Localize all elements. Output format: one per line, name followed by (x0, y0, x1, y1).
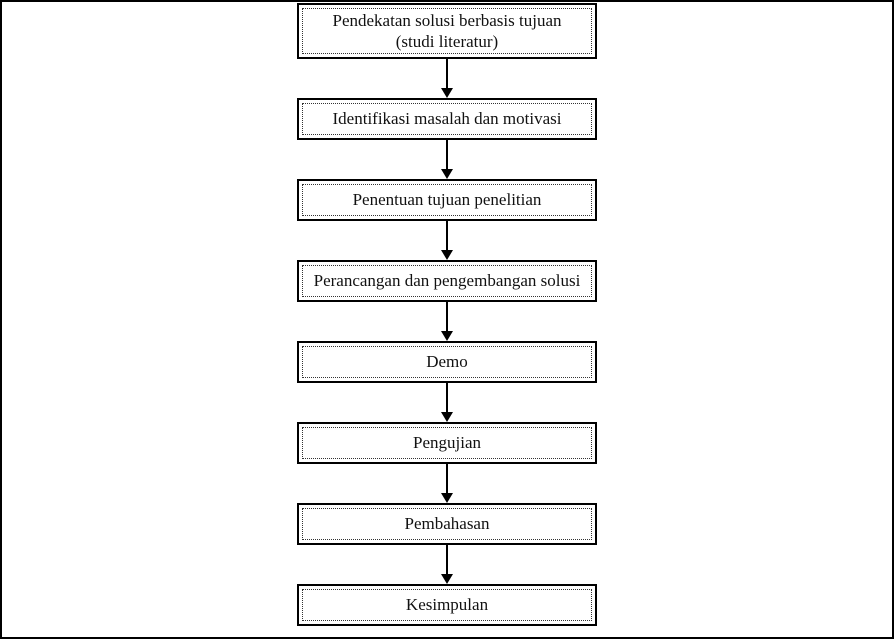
flow-step-research-objectives: Penentuan tujuan penelitian (297, 179, 597, 221)
arrow-down-icon (441, 493, 453, 503)
flow-step-label: Kesimpulan (405, 595, 489, 615)
flowchart: Pendekatan solusi berbasis tujuan (studi… (297, 3, 597, 626)
flow-step-inner-frame: Identifikasi masalah dan motivasi (302, 103, 592, 135)
flow-step-inner-frame: Pengujian (302, 427, 592, 459)
flow-step-inner-frame: Pendekatan solusi berbasis tujuan (studi… (302, 8, 592, 54)
flow-step-label: Identifikasi masalah dan motivasi (332, 109, 562, 129)
flow-step-inner-frame: Kesimpulan (302, 589, 592, 621)
arrow-down-icon (441, 88, 453, 98)
flow-step-conclusion: Kesimpulan (297, 584, 597, 626)
flow-step-label: Penentuan tujuan penelitian (352, 190, 542, 210)
arrow-down-icon (441, 169, 453, 179)
down-arrow-connector (297, 302, 597, 341)
arrow-line (446, 383, 448, 412)
flow-step-label: Demo (426, 352, 468, 372)
flow-step-label: Pembahasan (404, 514, 490, 534)
arrow-line (446, 302, 448, 331)
flow-step-label: Pendekatan solusi berbasis tujuan (studi… (332, 10, 562, 51)
down-arrow-connector (297, 464, 597, 503)
arrow-down-icon (441, 412, 453, 422)
arrow-line (446, 59, 448, 88)
flow-step-inner-frame: Pembahasan (302, 508, 592, 540)
arrow-line (446, 464, 448, 493)
arrow-line (446, 140, 448, 169)
arrow-down-icon (441, 574, 453, 584)
flow-step-testing: Pengujian (297, 422, 597, 464)
down-arrow-connector (297, 383, 597, 422)
arrow-line (446, 545, 448, 574)
flow-step-solution-design: Perancangan dan pengembangan solusi (297, 260, 597, 302)
flow-step-inner-frame: Perancangan dan pengembangan solusi (302, 265, 592, 297)
flow-step-demo: Demo (297, 341, 597, 383)
down-arrow-connector (297, 140, 597, 179)
flow-step-label: Perancangan dan pengembangan solusi (313, 271, 581, 291)
flow-step-label: Pengujian (413, 433, 481, 453)
arrow-down-icon (441, 250, 453, 260)
flow-step-problem-identification: Identifikasi masalah dan motivasi (297, 98, 597, 140)
flow-step-discussion: Pembahasan (297, 503, 597, 545)
down-arrow-connector (297, 545, 597, 584)
arrow-down-icon (441, 331, 453, 341)
arrow-line (446, 221, 448, 250)
down-arrow-connector (297, 221, 597, 260)
down-arrow-connector (297, 59, 597, 98)
flow-step-inner-frame: Demo (302, 346, 592, 378)
flow-step-inner-frame: Penentuan tujuan penelitian (302, 184, 592, 216)
flow-step-literature-study: Pendekatan solusi berbasis tujuan (studi… (297, 3, 597, 59)
